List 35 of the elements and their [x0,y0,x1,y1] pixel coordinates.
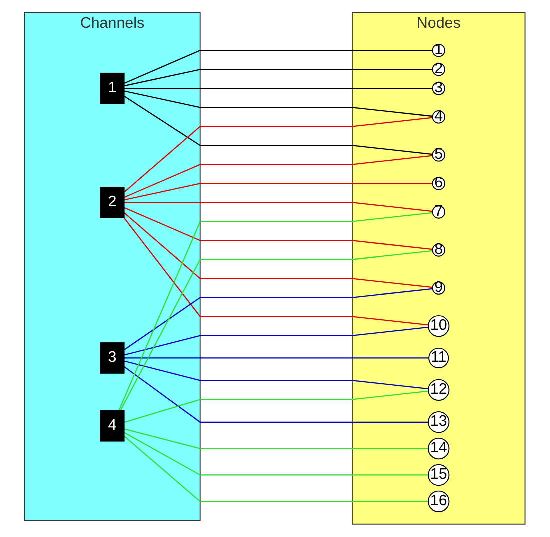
node-circle: 15 [428,464,450,486]
node-circle: 13 [428,412,450,434]
connector [124,69,433,87]
node-box: 3 [100,342,125,374]
connector [124,90,433,118]
connector [124,50,433,84]
connector [124,207,433,250]
node-circle: 16 [428,490,450,512]
node-circle: 4 [432,110,446,124]
node-circle: 10 [428,315,450,338]
connector [124,390,429,424]
connector [124,432,429,476]
node-box: 2 [100,187,125,218]
connector [124,155,433,198]
connector [124,117,433,193]
connector [124,202,433,212]
connector [124,288,433,351]
connector [124,88,433,90]
connector [124,218,429,326]
connector [124,212,433,288]
node-circle: 14 [428,438,450,460]
node-box: 1 [100,72,125,104]
connector [124,428,429,450]
connector [120,250,433,412]
connector [118,212,433,412]
node-box: 4 [100,410,125,442]
node-circle: 11 [428,348,450,368]
connector [124,183,433,201]
connector [124,96,433,156]
connector [124,360,429,390]
connector [124,358,430,359]
connector [124,326,429,356]
node-circle: 12 [428,379,450,401]
connector [124,366,429,423]
connector [124,436,429,502]
